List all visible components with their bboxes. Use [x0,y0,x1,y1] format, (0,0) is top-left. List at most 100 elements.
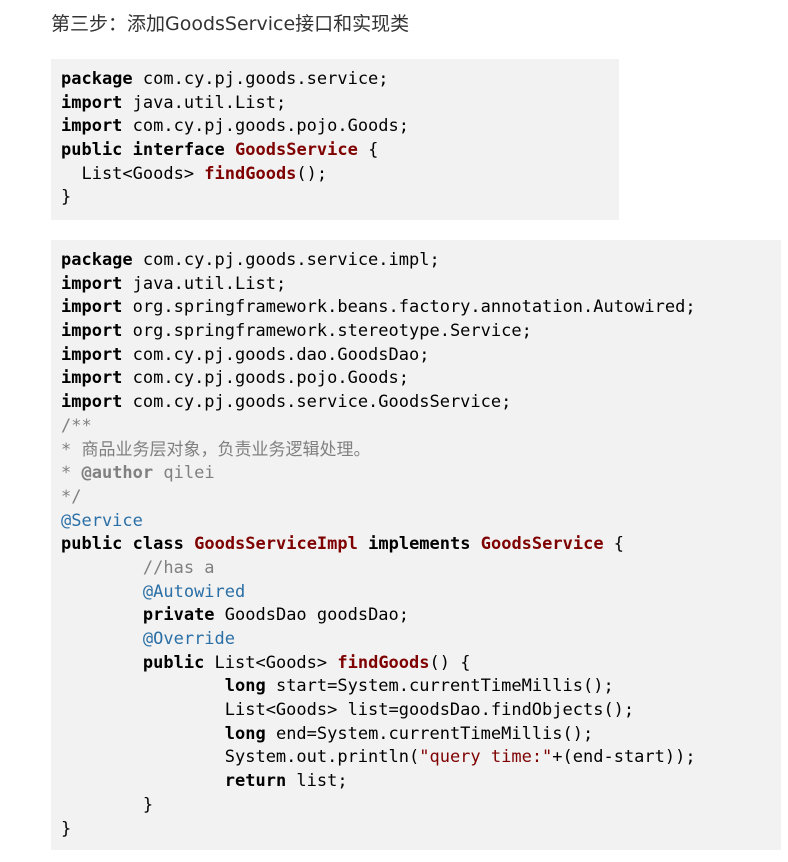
code-line: } [61,818,781,842]
code-line: @Override [61,628,781,652]
code-line: * 商品业务层对象，负责业务逻辑处理。 [61,439,781,463]
code-token-keyword: private [142,605,215,626]
code-token-plain: } [61,187,72,208]
code-line: import java.util.List; [61,92,619,116]
code-token-plain: org.springframework.stereotype.Service; [122,321,532,342]
code-line: /** [61,415,781,439]
code-token-keyword: public [61,534,123,555]
code-token-plain: java.util.List; [122,273,287,294]
code-token-method: findGoods [337,652,430,673]
code-line: List<Goods> findGoods(); [61,163,619,187]
code-line: List<Goods> list=goodsDao.findObjects(); [61,699,781,723]
code-token-annotation: @Override [142,629,236,649]
code-token-keyword: class [132,534,184,555]
code-line: @Autowired [61,581,781,605]
code-token-method: findGoods [204,163,297,184]
code-line: import com.cy.pj.goods.pojo.Goods; [61,115,619,139]
code-token-keyword: long [224,723,266,744]
code-token-comment: */ [61,486,82,507]
code-line: import com.cy.pj.goods.dao.GoodsDao; [61,344,781,368]
code-token-plain: GoodsDao goodsDao; [214,605,410,626]
code-line: public List<Goods> findGoods() { [61,652,781,676]
code-token-comment: qilei [153,463,215,484]
code-line: package com.cy.pj.goods.service.impl; [61,249,781,273]
code-line: */ [61,486,781,510]
code-token-plain: list; [286,771,348,792]
code-line: public interface GoodsService { [61,139,619,163]
code-token-keyword: return [224,771,287,792]
code-token-keyword: import [61,321,123,342]
code-line: package com.cy.pj.goods.service; [61,68,619,92]
code-token-plain: com.cy.pj.goods.pojo.Goods; [122,368,409,389]
code-token-keyword: import [61,273,123,294]
code-token-plain: com.cy.pj.goods.service.GoodsService; [122,392,512,413]
code-line: long start=System.currentTimeMillis(); [61,675,781,699]
code-token-keyword: implements [368,534,471,555]
code-line: import java.util.List; [61,273,781,297]
code-line: return list; [61,770,781,794]
code-token-keyword: public [142,652,205,673]
code-block-goods-service-interface: package com.cy.pj.goods.service;import j… [51,59,619,220]
code-token-plain: () { [429,652,471,673]
code-token-type: GoodsService [235,140,358,161]
code-token-plain: end=System.currentTimeMillis(); [265,723,594,744]
code-token-keyword: import [61,297,123,318]
code-line: System.out.println("query time:"+(end-st… [61,746,781,770]
code-line: } [61,186,619,210]
step-heading: 第三步：添加GoodsService接口和实现类 [51,13,410,35]
code-token-keyword: package [61,69,133,89]
code-token-comment: * [61,463,82,484]
code-token-keyword: long [224,676,266,697]
code-token-annotation: @Autowired [142,581,246,602]
code-token-plain: List<Goods> list=goodsDao.findObjects(); [61,700,635,721]
code-token-string: "query time:" [419,747,553,768]
code-token-plain [225,140,235,160]
code-token-plain: } [61,818,72,839]
code-token-plain [61,605,143,625]
code-token-type: GoodsService [480,534,604,555]
code-token-plain [61,558,143,578]
code-token-plain [122,140,132,160]
code-token-comment: * 商品业务层对象，负责业务逻辑处理。 [61,439,371,460]
code-token-plain: java.util.List; [122,92,287,113]
code-token-type: GoodsServiceImpl [194,534,358,555]
code-token-keyword: import [61,344,123,365]
code-token-plain: List<Goods> [204,652,338,673]
code-token-keyword: interface [132,140,225,161]
code-token-plain: com.cy.pj.goods.pojo.Goods; [122,116,409,137]
code-token-keyword: import [61,116,123,137]
code-token-plain: com.cy.pj.goods.dao.GoodsDao; [122,344,430,365]
code-line: * @author qilei [61,462,781,486]
code-line: //has a [61,557,781,581]
code-token-plain: { [603,534,625,555]
code-token-plain: List<Goods> [61,163,205,184]
code-line: public class GoodsServiceImpl implements… [61,533,781,557]
code-token-plain [470,534,480,554]
code-token-plain: com.cy.pj.goods.service; [132,69,389,89]
code-token-keyword: import [61,92,123,113]
code-line: import com.cy.pj.goods.service.GoodsServ… [61,391,781,415]
code-token-keyword: package [61,250,133,270]
code-token-plain: start=System.currentTimeMillis(); [265,676,614,697]
code-line: import org.springframework.stereotype.Se… [61,320,781,344]
code-line: private GoodsDao goodsDao; [61,604,781,628]
code-token-comment-tag: @author [81,463,154,484]
code-token-plain [61,724,225,744]
code-token-plain [61,653,143,673]
code-token-annotation: @Service [61,510,143,531]
code-token-keyword: import [61,392,123,413]
code-token-plain: +(end-start)); [552,747,696,768]
code-token-plain [61,629,143,649]
code-token-plain: com.cy.pj.goods.service.impl; [132,250,440,270]
code-token-comment: /** [61,415,92,436]
code-line: long end=System.currentTimeMillis(); [61,723,781,747]
code-token-plain: { [357,140,379,161]
code-line: } [61,794,781,818]
code-line: import org.springframework.beans.factory… [61,296,781,320]
code-token-plain [122,534,132,554]
code-token-plain [358,534,368,554]
code-token-plain: (); [296,163,328,184]
code-token-plain [184,534,194,554]
code-token-plain: org.springframework.beans.factory.annota… [122,297,696,318]
code-line: @Service [61,510,781,534]
